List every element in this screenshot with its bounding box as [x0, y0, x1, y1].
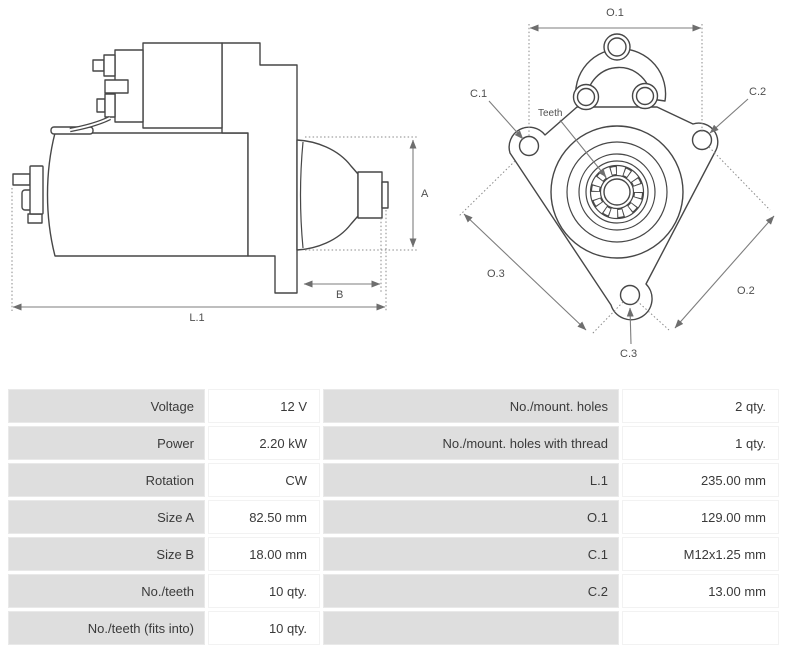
dim-c3-leader — [626, 307, 634, 345]
spec-value-cell: 129.00 mm — [622, 500, 779, 534]
spec-value-cell: 82.50 mm — [208, 500, 320, 534]
dim-o2-ext-top — [708, 146, 771, 211]
dim-label-o2: O.2 — [737, 285, 755, 297]
table-row: Size A 82.50 mm O.1 129.00 mm — [8, 500, 779, 534]
gear-teeth-ring — [590, 165, 644, 219]
top-tab-hole — [607, 37, 627, 57]
spec-value-cell: 2 qty. — [622, 389, 779, 423]
dim-label-b: B — [336, 289, 343, 301]
drive-end-housing — [296, 139, 359, 251]
shaft-hole — [603, 178, 631, 206]
spec-value-cell: CW — [208, 463, 320, 497]
spec-value-cell: 13.00 mm — [622, 574, 779, 608]
solenoid-tab — [104, 79, 129, 94]
spec-label-cell: C.2 — [323, 574, 619, 608]
spec-value-cell: 12 V — [208, 389, 320, 423]
dim-label-a: A — [421, 188, 429, 200]
table-row: No./teeth (fits into) 10 qty. — [8, 611, 779, 645]
top-bracket-band — [574, 48, 667, 102]
dim-c2-leader — [709, 98, 749, 134]
table-row: Power 2.20 kW No./mount. holes with thre… — [8, 426, 779, 460]
spec-value-cell: 18.00 mm — [208, 537, 320, 571]
wire-core — [69, 117, 111, 131]
face-circle-2 — [566, 141, 668, 243]
pinion-end-cap — [381, 181, 389, 209]
spec-value-cell: 10 qty. — [208, 611, 320, 645]
front-view: O.1 C.1 C.2 Teeth O.3 O.2 C.3 — [458, 7, 775, 360]
spec-label-cell — [323, 611, 619, 645]
terminal-bolt-top-thread — [92, 59, 105, 72]
table-row: Size B 18.00 mm C.1 M12x1.25 mm — [8, 537, 779, 571]
spec-value-cell: M12x1.25 mm — [622, 537, 779, 571]
spec-label-cell: Voltage — [8, 389, 205, 423]
dim-c1-leader — [488, 100, 524, 140]
table-row: No./teeth 10 qty. C.2 13.00 mm — [8, 574, 779, 608]
table-row: Voltage 12 V No./mount. holes 2 qty. — [8, 389, 779, 423]
mount-hole-bottom — [619, 284, 641, 306]
spec-label-cell: Rotation — [8, 463, 205, 497]
spec-label-cell: No./mount. holes with thread — [323, 426, 619, 460]
spec-label-cell: Size A — [8, 500, 205, 534]
gear-root-circle — [599, 174, 635, 210]
solenoid — [142, 42, 223, 129]
face-circle-3 — [578, 153, 656, 231]
terminal-bolt-top-head — [103, 54, 116, 77]
table-row: Rotation CW L.1 235.00 mm — [8, 463, 779, 497]
spec-value-cell — [622, 611, 779, 645]
housing-rear-edge — [299, 141, 304, 249]
spec-label-cell: No./teeth — [8, 574, 205, 608]
bracket-hole-left — [576, 87, 596, 107]
terminal-bolt-bottom-thread — [96, 98, 106, 113]
spec-table: Voltage 12 V No./mount. holes 2 qty. Pow… — [5, 386, 782, 648]
bracket-hole-right — [635, 86, 655, 106]
dim-o3-line — [463, 213, 587, 331]
spec-label-cell: C.1 — [323, 537, 619, 571]
mount-hole-upper-right — [691, 129, 713, 151]
spec-label-cell: Size B — [8, 537, 205, 571]
motor-body — [46, 132, 249, 257]
pinion-gear — [357, 171, 383, 219]
dim-label-c2: C.2 — [749, 86, 766, 98]
left-ear — [29, 165, 44, 215]
technical-drawing: A B L.1 — [11, 7, 775, 360]
side-view: A B L.1 — [11, 42, 429, 324]
dim-o2-line — [674, 215, 775, 329]
spec-label-cell: Power — [8, 426, 205, 460]
spec-value-cell: 2.20 kW — [208, 426, 320, 460]
dim-label-l1: L.1 — [189, 312, 204, 324]
spec-label-cell: No./mount. holes — [323, 389, 619, 423]
spec-value-cell: 1 qty. — [622, 426, 779, 460]
dim-label-c1: C.1 — [470, 88, 487, 100]
spec-value-cell: 10 qty. — [208, 574, 320, 608]
mount-hole-upper-left — [518, 135, 540, 157]
mounting-plate — [221, 42, 298, 294]
left-threaded-stud — [12, 173, 31, 186]
teeth-leader — [559, 119, 607, 178]
dim-label-c3: C.3 — [620, 348, 637, 360]
spec-label-cell: No./teeth (fits into) — [8, 611, 205, 645]
teeth-label: Teeth — [538, 108, 562, 119]
spec-label-cell: O.1 — [323, 500, 619, 534]
spec-label-cell: L.1 — [323, 463, 619, 497]
spec-value-cell: 235.00 mm — [622, 463, 779, 497]
left-small-stud — [27, 213, 43, 224]
dim-label-o3: O.3 — [487, 268, 505, 280]
face-circle-4 — [585, 160, 649, 224]
terminal-bolt-bottom-head — [104, 93, 116, 118]
dim-o3-ext-top — [458, 160, 516, 217]
dim-label-o1: O.1 — [606, 7, 624, 19]
starter-motor-diagram: A B L.1 — [11, 7, 775, 360]
